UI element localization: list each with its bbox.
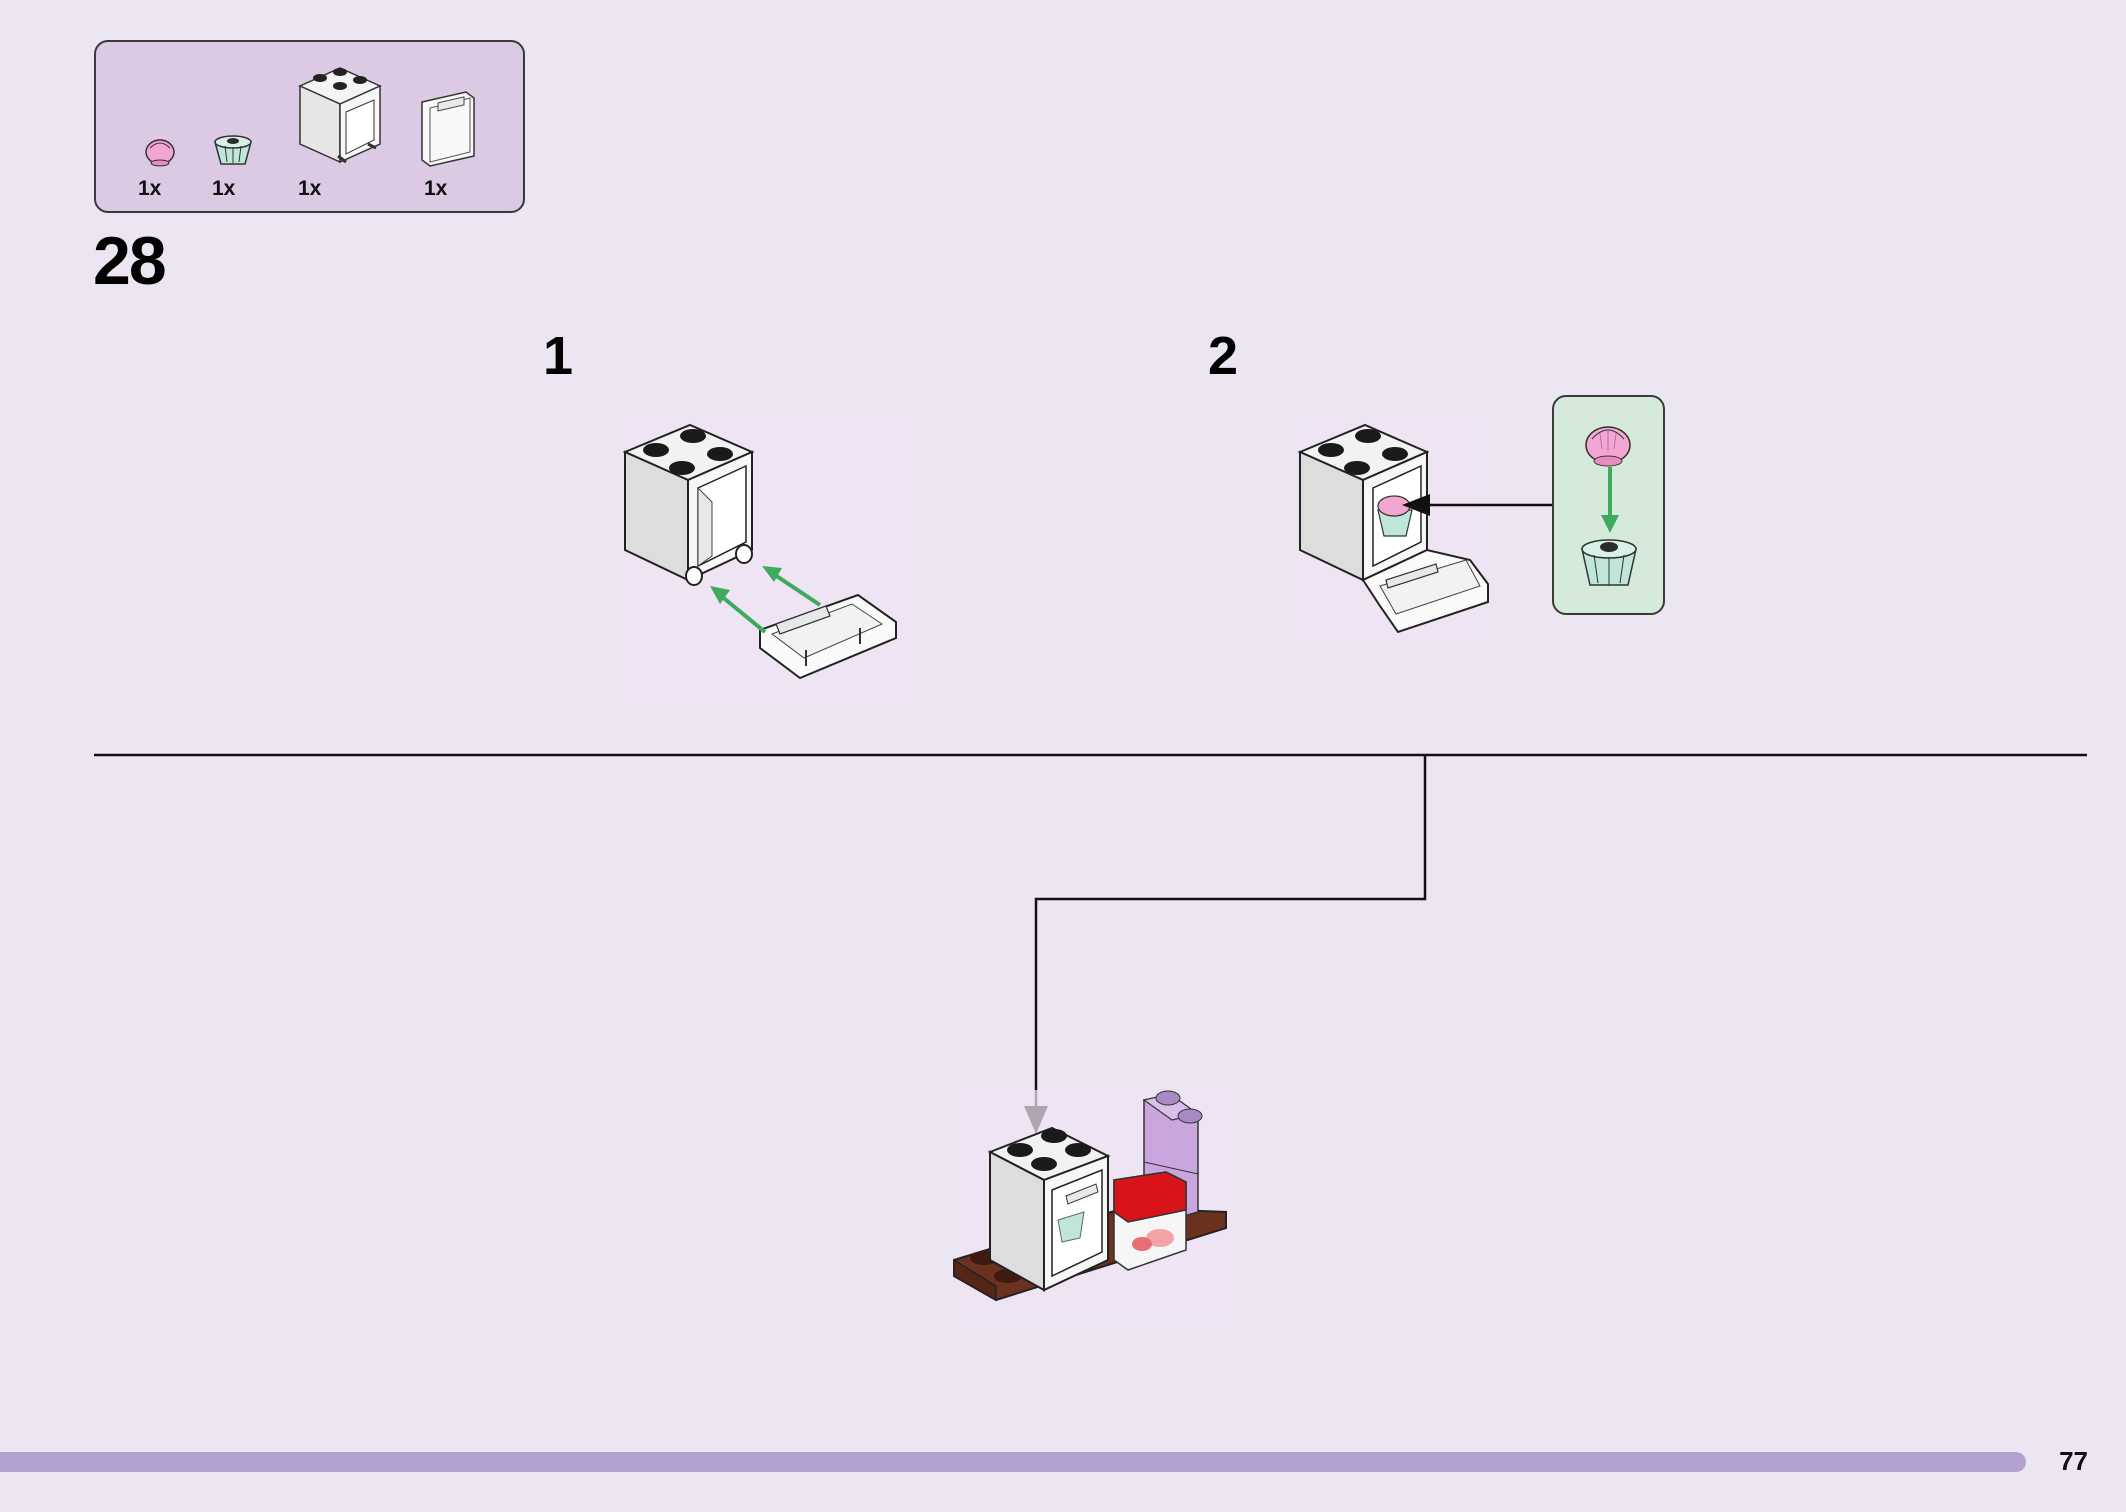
part-quantity: 1x	[298, 177, 322, 200]
page-number: 77	[2059, 1446, 2088, 1476]
mint-cupcake-base-icon	[214, 135, 252, 165]
pink-cupcake-top-icon	[145, 139, 175, 167]
green-arrow-icon	[1601, 467, 1619, 533]
part-quantity: 1x	[212, 177, 236, 200]
white-cupboard-icon	[298, 67, 382, 164]
substep-label: 1	[543, 326, 574, 386]
callout-box	[1552, 395, 1665, 615]
part-quantity: 1x	[424, 177, 448, 200]
mint-cupcake-base-icon	[1581, 539, 1637, 586]
substep-label: 2	[1208, 326, 1239, 386]
substep-2-illustration	[1297, 420, 1552, 640]
page-footer-bar	[0, 1452, 2026, 1472]
pink-cupcake-top-icon	[1585, 426, 1631, 467]
step-number: 28	[93, 223, 167, 299]
part-quantity: 1x	[138, 177, 162, 200]
parts-list-box: 1x 1x 1x 1x	[94, 40, 525, 213]
transparent-door-icon	[421, 91, 475, 167]
final-assembly-illustration	[953, 1090, 1228, 1320]
substep-1-illustration	[620, 420, 915, 700]
